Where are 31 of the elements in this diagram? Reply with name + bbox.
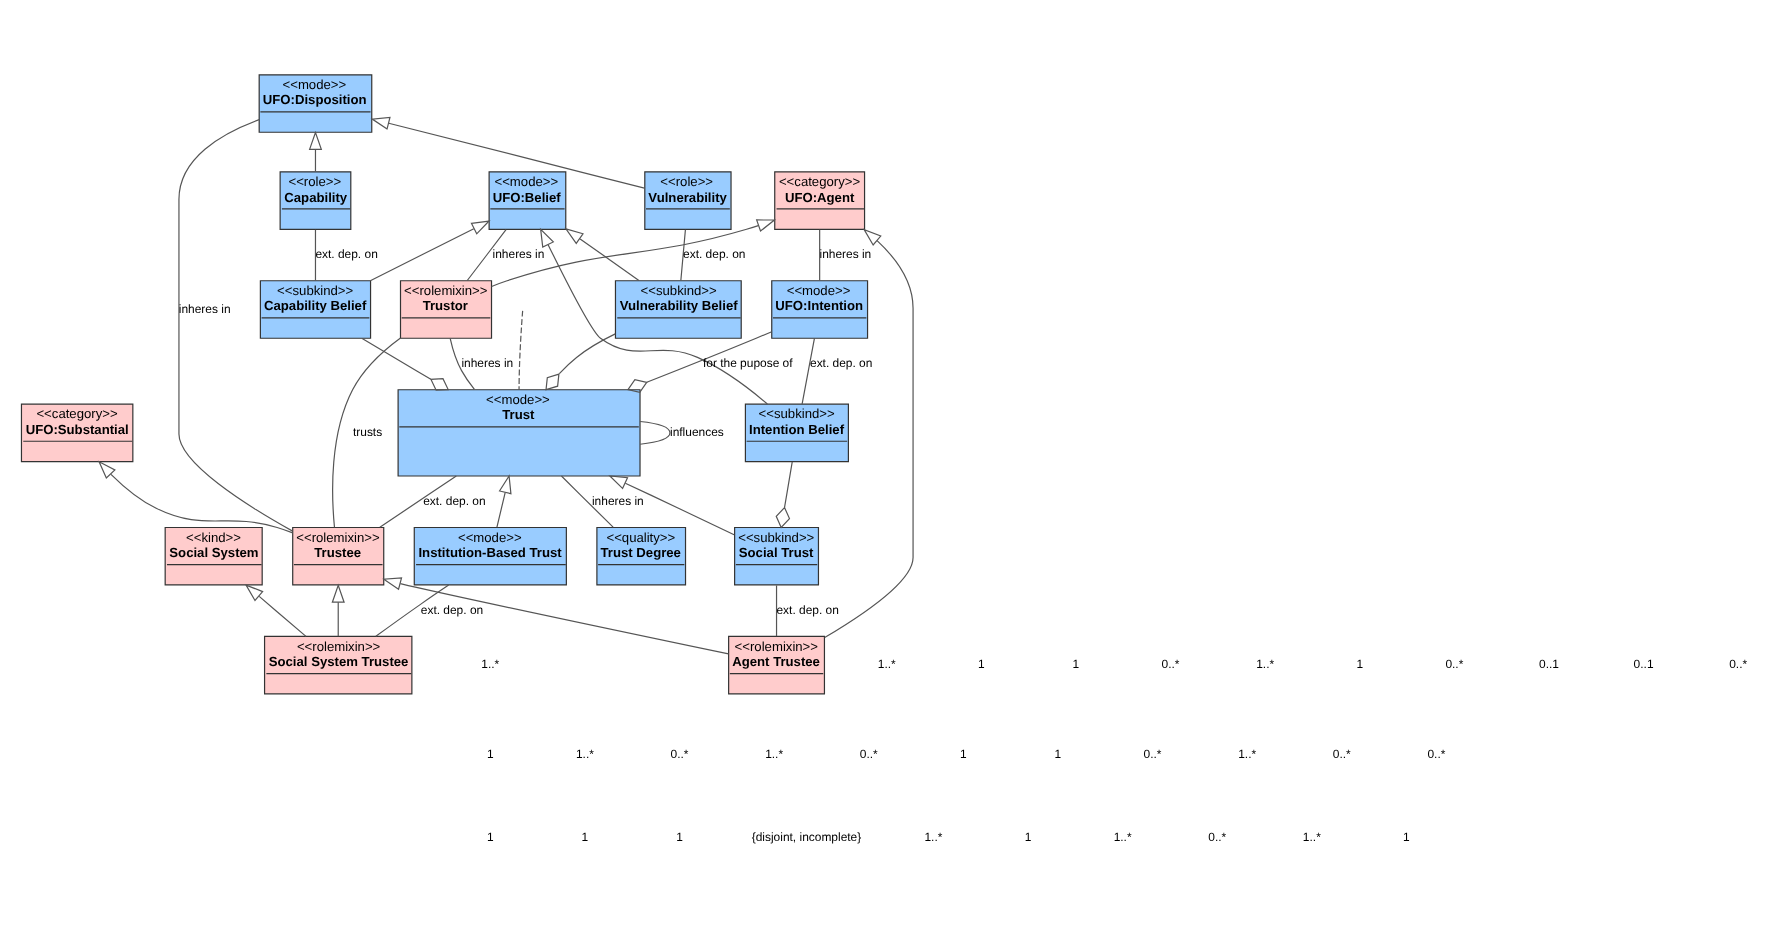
arrow <box>370 115 645 188</box>
connector <box>560 474 614 527</box>
connector <box>801 336 816 404</box>
connector <box>178 118 294 531</box>
connector <box>332 336 402 527</box>
connector <box>518 309 524 390</box>
arrow <box>244 582 307 636</box>
connector <box>375 583 450 636</box>
arrow <box>97 459 294 533</box>
arrow <box>824 227 914 638</box>
arrow <box>608 474 735 535</box>
arrow <box>382 576 730 654</box>
connector <box>545 332 616 390</box>
arrow <box>491 218 777 287</box>
connector <box>775 460 793 528</box>
connector <box>314 228 317 281</box>
arrow <box>496 473 512 527</box>
connector <box>639 419 671 444</box>
arrow <box>369 219 491 281</box>
connector <box>775 583 778 636</box>
connector <box>361 336 450 390</box>
arrow <box>564 226 640 281</box>
arrow <box>331 582 345 636</box>
arrow <box>308 129 323 172</box>
connector <box>466 228 507 281</box>
connector <box>449 336 475 389</box>
connector <box>626 330 773 392</box>
connector <box>819 228 821 281</box>
connector <box>680 228 686 281</box>
arrow <box>539 226 768 404</box>
connector <box>379 474 457 527</box>
